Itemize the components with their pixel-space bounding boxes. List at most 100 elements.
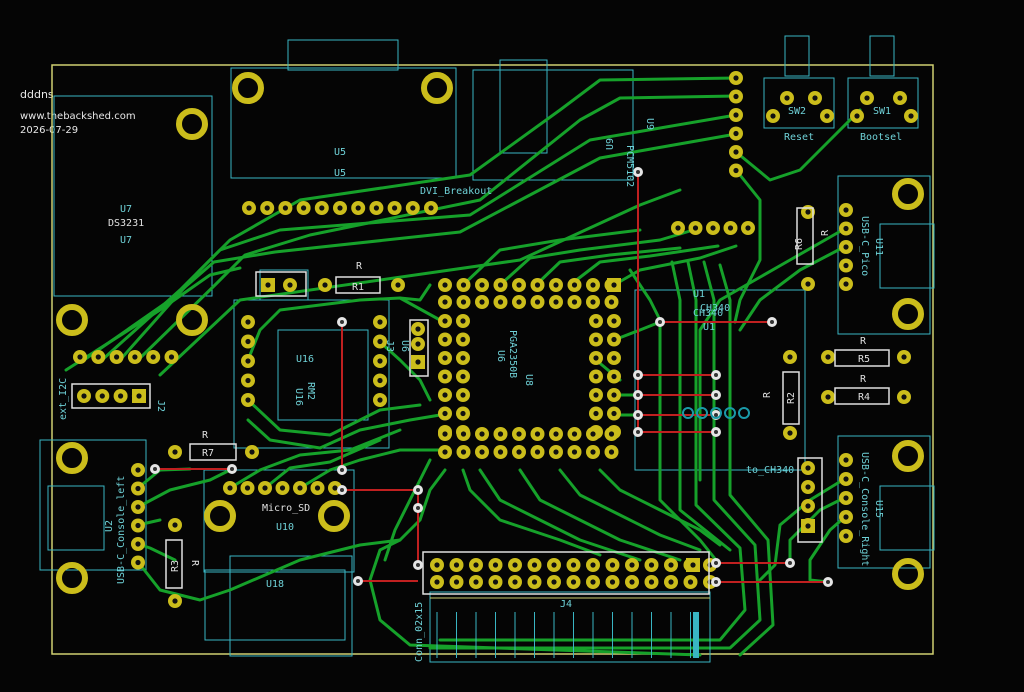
pad-drill — [512, 579, 518, 585]
label-dvi: DVI_Breakout — [420, 186, 492, 197]
via-drill — [356, 579, 360, 583]
courtyards — [39, 35, 935, 663]
pad-drill — [733, 130, 739, 137]
mounting-hole — [318, 500, 350, 532]
pad-drill — [571, 299, 578, 305]
trace — [718, 263, 775, 657]
pad-drill — [531, 562, 538, 568]
pad-drill — [245, 397, 251, 403]
via-drill — [714, 393, 718, 397]
via-drill — [230, 467, 234, 471]
pad-drill — [377, 377, 383, 384]
pad-drill — [901, 354, 907, 360]
pad-drill — [590, 579, 596, 585]
label-u7b: U7 — [120, 235, 132, 246]
label-r3: R3 — [170, 560, 181, 572]
watermark-user: dddns — [20, 88, 54, 101]
mounting-hole — [204, 500, 236, 532]
pad-drill — [442, 410, 448, 417]
pad-drill — [608, 299, 615, 305]
via-drill — [340, 320, 344, 324]
label-sw2: SW2 — [788, 106, 806, 117]
pad-drill — [442, 373, 448, 380]
pad-drill — [415, 326, 421, 332]
pad-drill — [227, 485, 233, 491]
j3-header-lines — [436, 612, 711, 658]
via-drill — [636, 373, 640, 377]
pad-drill — [497, 449, 504, 455]
trace — [733, 168, 762, 324]
pad-drill — [245, 377, 251, 384]
pad-drill — [824, 113, 830, 119]
label-u6-a: U6 — [399, 340, 410, 352]
pad-drill — [516, 431, 522, 437]
trace — [734, 108, 862, 182]
via-drill — [636, 413, 640, 417]
label-usb-cr: USB-C_Console_Right — [859, 452, 870, 566]
label-r-r4: R — [860, 374, 867, 385]
label-j3: J3 — [384, 340, 395, 352]
label-u16b: U16 — [293, 388, 304, 406]
label-r-r5: R — [860, 336, 867, 347]
pad-drill — [668, 562, 674, 568]
pad-drill — [611, 410, 617, 417]
pad-drill — [843, 457, 849, 463]
pad-drill — [135, 467, 141, 473]
pad-drill — [442, 355, 448, 361]
pad-drill — [473, 579, 479, 585]
trace — [498, 226, 702, 287]
trace — [136, 468, 232, 509]
mounting-hole — [176, 304, 208, 336]
pad-drill — [570, 579, 577, 585]
pad-drill — [805, 503, 811, 509]
pad-drill — [301, 205, 307, 211]
pad-drill — [453, 562, 460, 568]
ratsnest — [155, 172, 828, 583]
pad-drill — [593, 355, 599, 361]
pad-drill — [611, 282, 617, 288]
label-u9a: U9 — [605, 138, 616, 150]
pad-drill — [733, 149, 739, 155]
pad-drill — [453, 579, 460, 585]
pad-drill — [460, 336, 466, 343]
via-drill — [770, 320, 774, 324]
pad-drill — [534, 299, 541, 305]
via-drill — [153, 467, 157, 471]
pad-drill — [460, 299, 467, 305]
pad-drill — [733, 93, 739, 100]
pad-drill — [611, 355, 617, 361]
via-drill — [658, 320, 662, 324]
pad-drill — [172, 449, 178, 455]
trace — [398, 283, 432, 302]
pad-drill — [460, 373, 466, 380]
via-drill — [340, 468, 344, 472]
label-r4: R4 — [858, 392, 870, 403]
pad-drill — [553, 431, 559, 437]
pad-drill — [442, 336, 448, 343]
test-point — [696, 407, 708, 419]
pad-drill — [805, 281, 811, 287]
board-outline — [51, 64, 934, 655]
pad-drill — [377, 358, 383, 364]
label-u1a: U1 — [693, 289, 705, 300]
pad-drill — [77, 354, 83, 360]
label-ch340-dup: CH340 — [700, 303, 730, 314]
pad-drill — [608, 449, 615, 455]
pad-drill — [245, 358, 251, 364]
pad-drill — [135, 559, 141, 566]
pad-drill — [150, 354, 156, 360]
pad-drill — [611, 318, 617, 324]
trace — [670, 260, 732, 552]
trace — [246, 398, 422, 437]
label-r-r7: R — [202, 430, 209, 441]
j3-highlight — [693, 612, 699, 658]
label-u6: U6 — [495, 350, 506, 362]
pads — [73, 71, 918, 608]
pad-drill — [355, 205, 361, 211]
pad-drill — [710, 225, 716, 231]
mounting-hole — [892, 298, 924, 330]
label-u11: U11 — [873, 238, 884, 256]
trace — [82, 132, 738, 362]
